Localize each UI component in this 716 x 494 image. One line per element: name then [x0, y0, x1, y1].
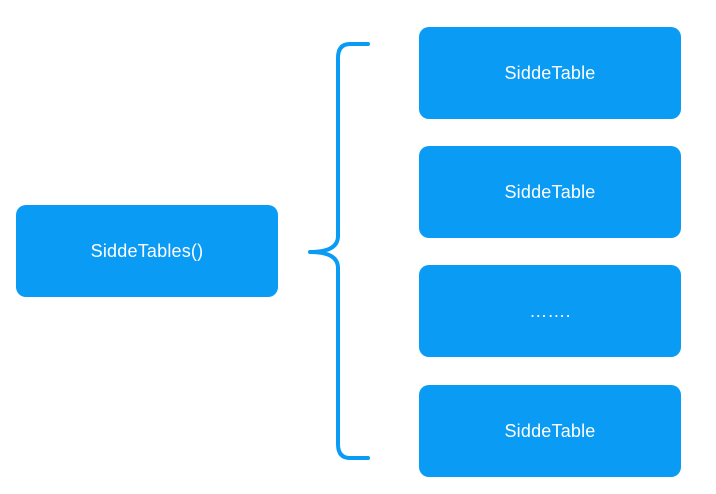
- target-node-label: SiddeTable: [504, 181, 596, 202]
- source-node-label: SiddeTables(): [90, 240, 204, 261]
- target-node-2: SiddeTable: [419, 146, 681, 238]
- target-node-ellipsis: …….: [419, 265, 681, 357]
- target-node-label: …….: [529, 300, 571, 321]
- target-node-label: SiddeTable: [504, 62, 596, 83]
- target-node-1: SiddeTable: [419, 27, 681, 119]
- source-node-siddetables: SiddeTables(): [16, 205, 278, 297]
- brace-path: [308, 42, 370, 460]
- target-node-label: SiddeTable: [504, 420, 596, 441]
- target-node-4: SiddeTable: [419, 385, 681, 477]
